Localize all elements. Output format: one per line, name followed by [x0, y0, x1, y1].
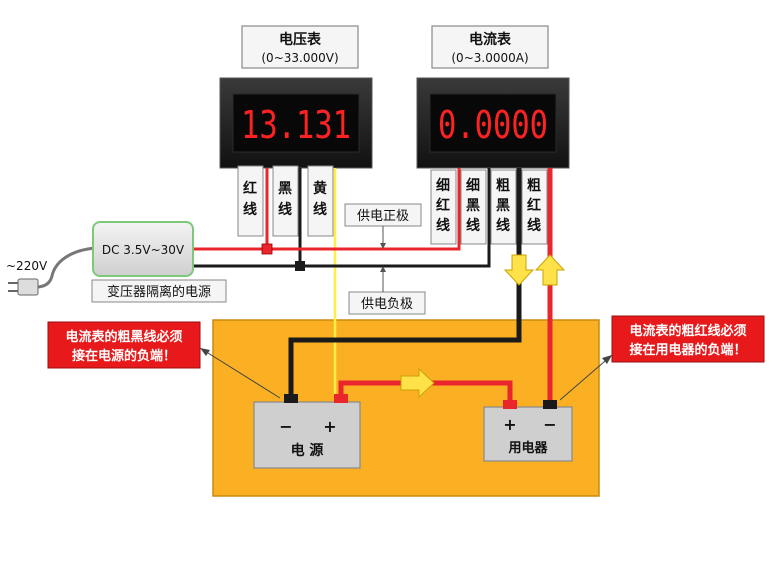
wire-label-thin-black-1: 细 — [466, 177, 480, 194]
ammeter: 0.0000 — [416, 77, 570, 169]
ammeter-title-box: 电流表 (0~3.0000A) — [431, 25, 549, 69]
current-arrow-down — [503, 254, 535, 286]
load-plus-terminal — [503, 400, 517, 409]
ammeter-range: (0~3.0000A) — [451, 51, 528, 65]
wire-label-red-2: 线 — [243, 201, 257, 218]
wire-label-yellow-2: 线 — [313, 201, 327, 218]
ammeter-thick-black-wire — [288, 168, 522, 398]
wire-label-red-1: 红 — [243, 180, 257, 197]
voltmeter-wire-labels: 红 线 黑 线 黄 线 — [237, 165, 334, 237]
voltmeter-title: 电压表 — [279, 31, 322, 48]
ac-input-label: ~220V — [6, 259, 48, 273]
wire-label-thick-red-1: 粗 — [527, 177, 541, 194]
ammeter-display: 0.0000 — [438, 103, 548, 147]
note-left: 电流表的粗黑线必须 接在电源的负端！ — [47, 321, 201, 369]
current-arrow-right — [400, 367, 435, 399]
supply-positive-arrowhead — [380, 243, 386, 249]
note-left-arrowhead — [200, 348, 210, 356]
wire-label-thin-black-2: 黑 — [466, 198, 480, 214]
plug-icon — [8, 278, 39, 296]
power-supply-caption: 变压器隔离的电源 — [107, 284, 211, 300]
positive-junction — [261, 243, 273, 255]
supply-negative-wire — [192, 168, 491, 268]
note-right-arrowhead — [602, 355, 612, 364]
power-supply-label: DC 3.5V~30V — [102, 243, 185, 257]
source-minus-sign: − — [279, 417, 292, 436]
wire-label-thick-red-3: 线 — [527, 217, 541, 234]
wire-label-black-2: 线 — [278, 201, 292, 218]
wire-label-thin-red-2: 红 — [436, 197, 450, 214]
wire-label-thin-red-3: 线 — [436, 217, 450, 234]
ammeter-wire-labels: 细 红 线 细 黑 线 粗 黑 线 粗 红 线 — [430, 169, 548, 245]
voltmeter-display: 13.131 — [241, 103, 351, 147]
wire-label-thick-red-2: 红 — [527, 197, 541, 214]
wire-label-thin-red-1: 细 — [436, 177, 450, 194]
note-right: 电流表的粗红线必须 接在用电器的负端！ — [611, 315, 765, 363]
voltmeter-range: (0~33.000V) — [261, 51, 338, 65]
wire-label-black-1: 黑 — [278, 181, 292, 197]
note-left-pointer — [199, 347, 281, 399]
load-minus-terminal — [543, 400, 557, 409]
power-supply-caption-box: 变压器隔离的电源 — [91, 279, 227, 303]
wire-label-thin-black-3: 线 — [466, 217, 480, 234]
supply-positive-wire — [192, 168, 461, 251]
note-right-line-2: 接在用电器的负端！ — [629, 342, 746, 358]
load-minus-sign: − — [543, 415, 556, 434]
load-label: 用电器 — [507, 440, 548, 456]
note-right-line-1: 电流表的粗红线必须 — [629, 323, 746, 339]
wire-label-yellow-1: 黄 — [313, 180, 327, 197]
supply-positive-label-box: 供电正极 — [344, 203, 422, 227]
wire-label-thick-black-1: 粗 — [496, 177, 510, 194]
supply-negative-label: 供电负极 — [361, 297, 413, 312]
note-left-line-2: 接在电源的负端！ — [72, 348, 176, 364]
source-label: 电 源 — [291, 442, 324, 459]
ac-input-cable — [35, 246, 97, 289]
wire-label-thick-black-3: 线 — [496, 217, 510, 234]
load: + − 用电器 — [483, 400, 573, 462]
source-plus-terminal — [334, 394, 348, 403]
ammeter-title: 电流表 — [469, 31, 512, 48]
source: − + 电 源 — [253, 394, 361, 469]
source-minus-terminal — [284, 394, 298, 403]
current-arrow-up — [534, 254, 566, 286]
wire-label-thick-black-2: 黑 — [496, 198, 510, 214]
voltmeter-title-box: 电压表 (0~33.000V) — [241, 25, 359, 69]
note-right-pointer — [559, 354, 613, 401]
supply-negative-label-box: 供电负极 — [348, 291, 426, 315]
source-plus-sign: + — [323, 417, 336, 436]
supply-negative-arrowhead — [380, 266, 386, 272]
supply-positive-label: 供电正极 — [357, 209, 409, 224]
power-supply: DC 3.5V~30V — [92, 221, 194, 277]
note-left-line-1: 电流表的粗黑线必须 — [65, 329, 182, 345]
negative-junction — [295, 261, 305, 271]
voltmeter: 13.131 — [219, 77, 373, 169]
load-plus-sign: + — [503, 415, 516, 434]
